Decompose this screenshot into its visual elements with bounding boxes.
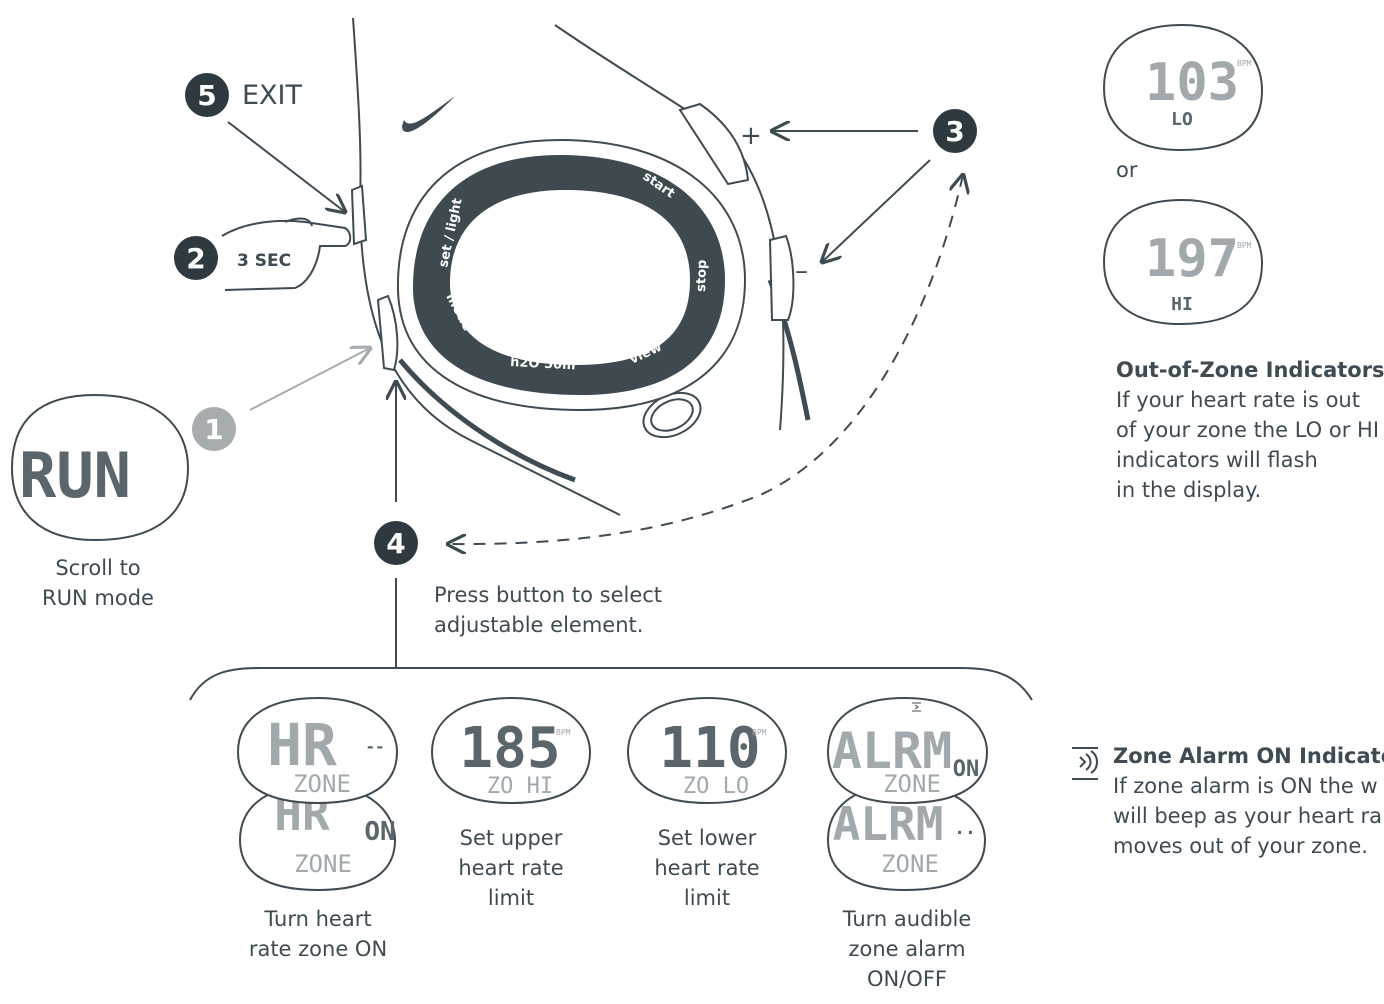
settings-bracket [189,667,1033,701]
setting-hr-zone-displays: HR ON ZONE HR -- ZONE [236,696,399,892]
hr-off-side: -- [365,737,384,756]
caption-upper-limit: Set upper heart rate limit [431,823,591,913]
setting-alarm-displays: ALRM .. ZONE ALRM ON ZONE [826,696,989,892]
lo-label: LO [1171,109,1193,130]
hr-off-top: HR [267,711,337,779]
out-of-zone-line1: If your heart rate is out [1116,388,1360,412]
alarm-on-side: ON [953,757,980,782]
step-2: 2 3 SEC [174,217,352,291]
watch [350,17,811,516]
bezel-label-stop: stop [694,259,710,292]
lower-bottom: ZO LO [683,774,749,799]
watch-screen [449,190,690,365]
step-4-number: 4 [386,527,405,560]
zone-alarm-line1: If zone alarm is ON the w [1113,774,1378,798]
dashed-loop-arrow [448,175,963,544]
hr-on-side: ON [364,817,395,847]
step-2-number: 2 [186,242,205,275]
lower-value: 110 [659,716,760,781]
lo-value: 103 [1145,53,1239,113]
exit-label: EXIT [242,80,303,111]
upper-value: 185 [459,716,560,781]
out-of-zone-title: Out-of-Zone Indicators [1116,358,1384,382]
lo-display: 103 BPM LO [1102,23,1264,152]
alarm-on-top: ALRM [832,722,952,780]
caption-alarm-line2: zone alarm [848,937,966,961]
hi-unit: BPM [1237,241,1252,250]
caption-alarm-line1: Turn audible [842,907,972,931]
arrow-step5 [227,121,345,212]
brand-swoosh-icon [402,96,455,133]
caption-lower-limit: Set lower heart rate limit [627,823,787,913]
zone-alarm-line2: will beep as your heart ra [1113,804,1383,828]
finger-icon [221,219,352,291]
alarm-off-bottom: ZONE [881,850,939,878]
hi-display: 197 BPM HI [1102,198,1264,326]
lo-unit: BPM [1237,59,1252,68]
alarm-off-top: ALRM [833,797,944,851]
alarm-mini-icon [912,702,921,712]
plus-sign: + [740,121,762,151]
out-of-zone-line3: indicators will flash [1116,448,1318,472]
upper-bottom: ZO HI [487,774,553,799]
hr-on-bottom: ZONE [294,850,352,878]
hi-value: 197 [1145,229,1239,289]
caption-hr-zone: Turn heart rate zone ON [228,904,408,964]
hr-off-bottom: ZONE [293,770,351,798]
select-caption-line1: Press button to select [434,583,663,607]
caption-alarm: Turn audible zone alarm ON/OFF [817,904,997,994]
caption-lower-line1: Set lower [657,826,757,850]
out-of-zone-block: Out-of-Zone Indicators If your heart rat… [1116,355,1384,505]
run-caption-line2: RUN mode [42,586,154,610]
run-caption: Scroll to RUN mode [20,553,176,613]
caption-hr-zone-line2: rate zone ON [248,937,388,961]
caption-upper-line1: Set upper [459,826,563,850]
step-5: 5 EXIT [185,73,345,212]
or-text: or [1116,158,1138,182]
select-caption: Press button to select adjustable elemen… [434,580,662,640]
lower-unit: BPM [752,728,767,737]
button-minus [768,234,795,321]
caption-lower-line3: limit [683,886,731,910]
caption-lower-line2: heart rate [654,856,760,880]
step-3-number: 3 [945,115,964,148]
alarm-on-bottom: ZONE [883,770,941,798]
run-display-text: RUN [19,439,131,512]
button-mode [376,294,399,372]
strap-left-edge [352,17,362,201]
run-caption-line1: Scroll to [55,556,141,580]
minus-sign: – [795,256,808,286]
zone-alarm-line3: moves out of your zone. [1113,834,1368,858]
step-5-number: 5 [197,79,216,112]
zone-alarm-icon [1072,747,1098,780]
setting-lower-limit-display: 110 BPM ZO LO [626,696,788,805]
out-of-zone-line2: of your zone the LO or HI [1116,418,1380,442]
arrow-step1 [249,348,370,411]
out-of-zone-line4: in the display. [1116,478,1262,502]
caption-alarm-line3: ON/OFF [866,967,947,991]
hold-label: 3 SEC [237,251,291,271]
zone-alarm-block: Zone Alarm ON Indicator If zone alarm is… [1113,741,1384,861]
upper-unit: BPM [556,728,571,737]
button-set-light [350,184,368,246]
zone-alarm-title: Zone Alarm ON Indicator [1113,744,1384,768]
step-1: 1 [192,348,370,451]
select-caption-line2: adjustable element. [434,613,644,637]
arrow-minus [822,159,931,262]
alarm-off-side: .. [954,818,976,839]
caption-upper-line3: limit [487,886,535,910]
step-4: 4 [189,175,1033,701]
caption-upper-line2: heart rate [458,856,564,880]
hi-label: HI [1171,294,1193,315]
setting-upper-limit-display: 185 BPM ZO HI [430,696,592,805]
step-1-number: 1 [204,413,223,446]
caption-hr-zone-line1: Turn heart [264,907,372,931]
run-display: RUN [10,393,190,542]
button-plus [678,102,750,186]
